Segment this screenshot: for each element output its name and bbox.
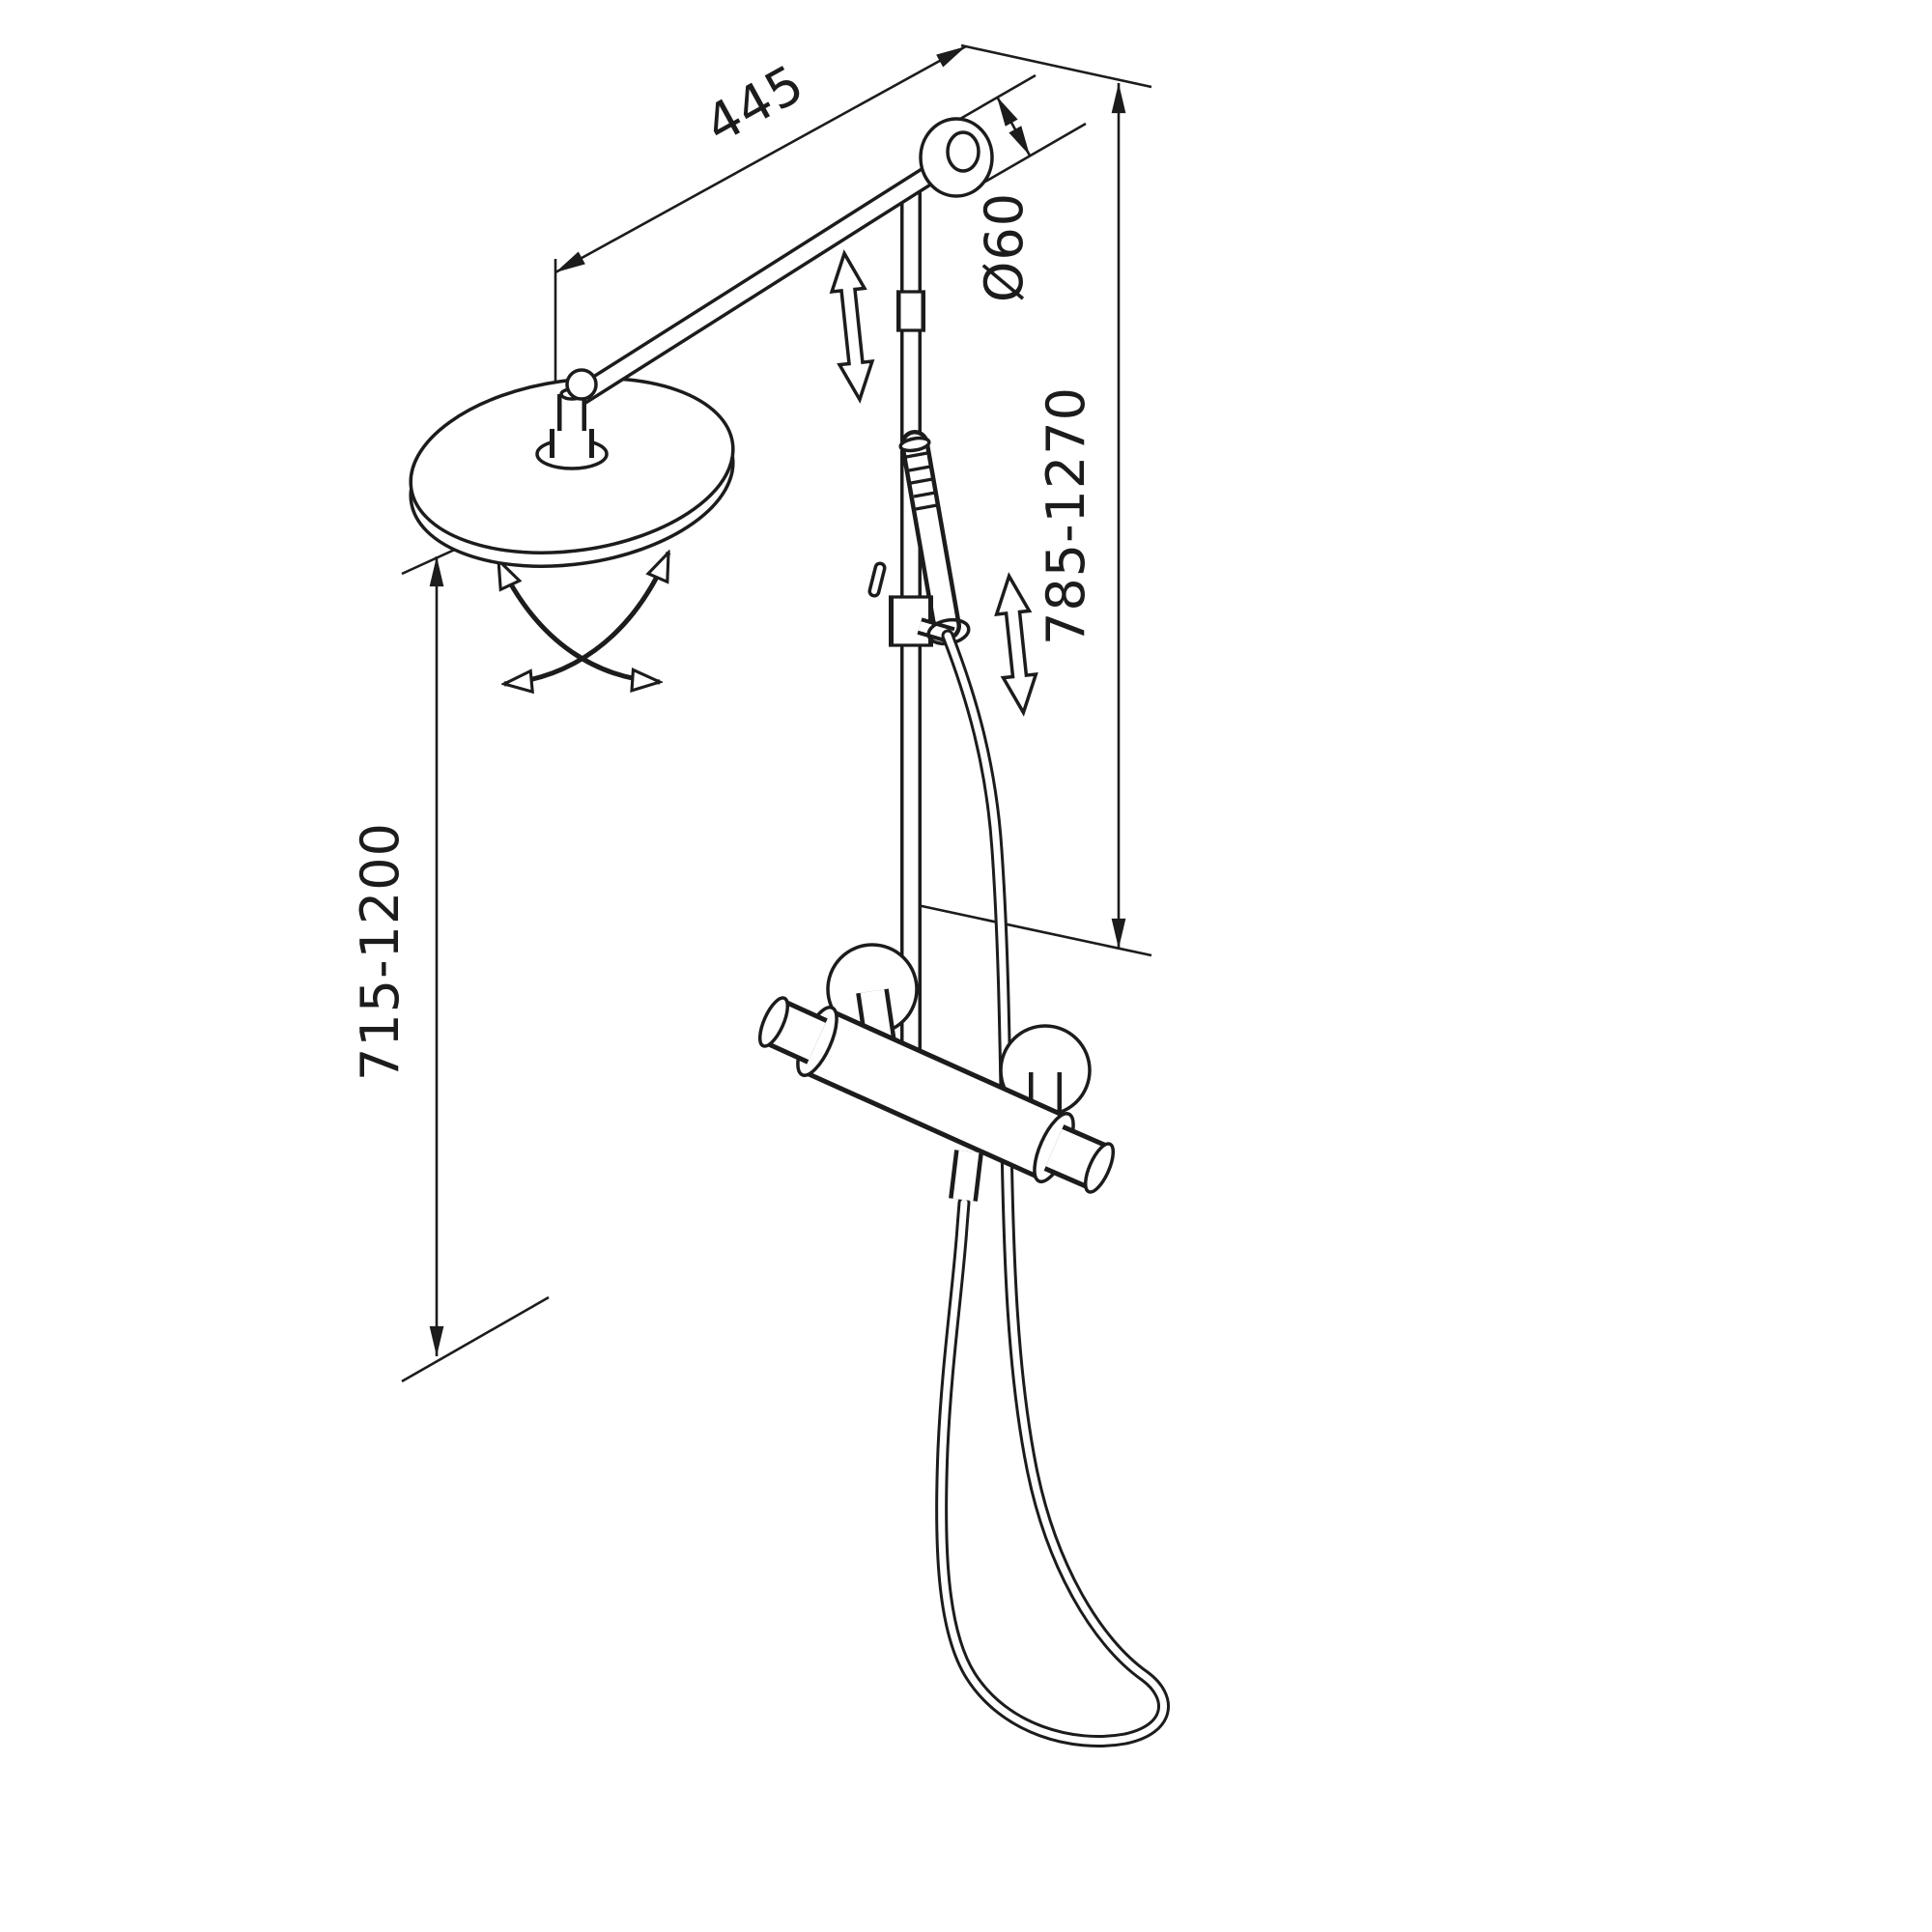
height-adjust-arrow-holder — [994, 572, 1038, 717]
hose-outlet — [949, 1150, 983, 1202]
rain-shower-head — [409, 377, 735, 568]
dimension-label-flange-diameter: Ø60 — [974, 192, 1035, 302]
dimension-flange-diameter: Ø60 — [934, 73, 1087, 302]
dimension-annotations: 445 Ø60 785-1270 715-1200 — [350, 43, 1152, 1383]
flow-handle — [1043, 1124, 1116, 1194]
spray-face-lines — [905, 451, 938, 511]
dimension-height-left: 715-1200 — [350, 515, 550, 1383]
dimension-label-height-left: 715-1200 — [350, 822, 411, 1081]
dimension-height-right: 785-1270 — [912, 83, 1152, 957]
hand-shower — [898, 430, 961, 640]
swivel-arrows-icon — [496, 553, 671, 684]
temperature-handle — [757, 996, 828, 1065]
thermostatic-mixer — [757, 943, 1116, 1202]
dimension-label-height-right: 785-1270 — [1036, 386, 1096, 645]
wall-flange — [919, 117, 994, 198]
shower-arm — [569, 146, 969, 407]
height-adjust-arrow-top — [829, 249, 875, 404]
head-connector — [550, 368, 598, 458]
shower-hose — [935, 629, 1170, 1747]
